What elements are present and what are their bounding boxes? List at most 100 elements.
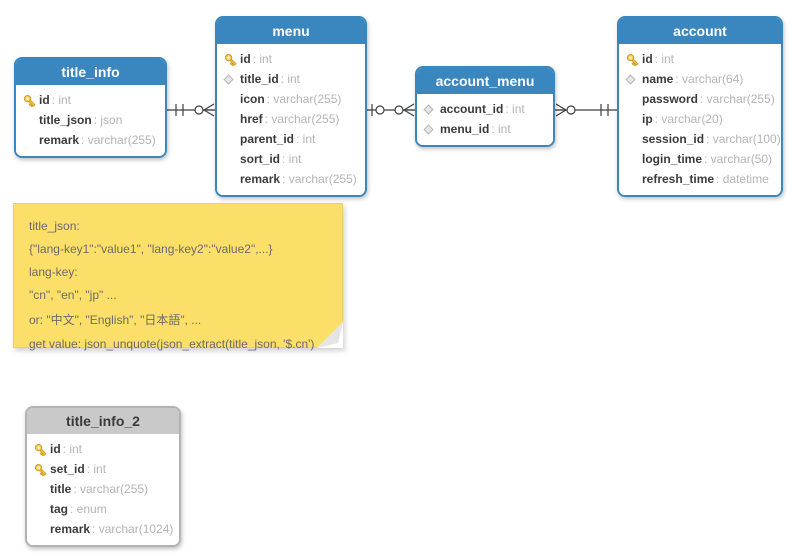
primary-key-icon bbox=[223, 52, 240, 67]
field-type: : int bbox=[280, 72, 301, 86]
field-row-remark: remark: varchar(1024) bbox=[27, 519, 179, 539]
field-type: : varchar(255) bbox=[282, 172, 357, 186]
field-name: menu_id bbox=[440, 122, 490, 136]
table-title-menu[interactable]: menu bbox=[217, 18, 365, 44]
field-name: password bbox=[642, 92, 699, 106]
field-row-name: name: varchar(64) bbox=[619, 69, 781, 89]
primary-key-icon bbox=[22, 93, 39, 108]
field-type: : varchar(255) bbox=[700, 92, 775, 106]
sticky-note[interactable]: title_json: {"lang-key1":"value1", "lang-… bbox=[13, 203, 343, 351]
foreign-key-icon bbox=[223, 73, 240, 85]
field-type: : varchar(50) bbox=[704, 152, 773, 166]
field-type: : int bbox=[296, 132, 316, 146]
relationship-account_menu-account[interactable] bbox=[555, 103, 617, 117]
field-name: remark bbox=[240, 172, 281, 186]
table-title-account_menu[interactable]: account_menu bbox=[417, 68, 553, 94]
field-row-id: id: int bbox=[619, 49, 781, 69]
note-line: or: "中文", "English", "日本語", ... bbox=[29, 313, 202, 327]
note-line: title_json: bbox=[29, 219, 80, 233]
field-name: refresh_time bbox=[642, 172, 715, 186]
field-type: : varchar(20) bbox=[654, 112, 723, 126]
field-name: set_id bbox=[50, 462, 85, 476]
field-type: : varchar(1024) bbox=[92, 522, 174, 536]
primary-key-icon bbox=[625, 52, 642, 67]
field-name: title_id bbox=[240, 72, 279, 86]
field-row-id: id: int bbox=[27, 439, 179, 459]
field-name: name bbox=[642, 72, 674, 86]
field-name: title_json bbox=[39, 113, 92, 127]
table-fields-title_info: id: int title_json: json remark: varchar(2… bbox=[16, 85, 165, 156]
table-title-account[interactable]: account bbox=[619, 18, 781, 44]
foreign-key-icon bbox=[423, 103, 440, 115]
field-row-tag: tag: enum bbox=[27, 499, 179, 519]
field-type: : int bbox=[491, 122, 511, 136]
field-row-remark: remark: varchar(255) bbox=[16, 130, 165, 150]
field-row-account_id: account_id: int bbox=[417, 99, 553, 119]
field-name: id bbox=[642, 52, 653, 66]
field-name: tag bbox=[50, 502, 68, 516]
foreign-key-icon bbox=[625, 73, 642, 85]
field-row-title: title: varchar(255) bbox=[27, 479, 179, 499]
field-row-id: id: int bbox=[16, 90, 165, 110]
field-name: account_id bbox=[440, 102, 504, 116]
field-name: login_time bbox=[642, 152, 703, 166]
folded-corner-icon bbox=[317, 322, 343, 348]
field-name: id bbox=[50, 442, 61, 456]
field-row-login_time: login_time: varchar(50) bbox=[619, 149, 781, 169]
field-name: session_id bbox=[642, 132, 705, 146]
field-type: : int bbox=[252, 52, 273, 66]
note-line: lang-key: bbox=[29, 265, 78, 279]
note-line: {"lang-key1":"value1", "lang-key2":"valu… bbox=[29, 242, 273, 256]
field-type: : varchar(255) bbox=[266, 92, 342, 106]
foreign-key-icon bbox=[423, 123, 440, 135]
field-name: sort_id bbox=[240, 152, 281, 166]
field-type: : enum bbox=[70, 502, 107, 516]
field-name: title bbox=[50, 482, 72, 496]
primary-key-icon bbox=[33, 442, 50, 457]
field-row-session_id: session_id: varchar(100) bbox=[619, 129, 781, 149]
field-type: : datetime bbox=[716, 172, 769, 186]
field-type: : varchar(255) bbox=[81, 133, 156, 147]
field-type: : int bbox=[282, 152, 302, 166]
field-type: : json bbox=[93, 113, 123, 127]
field-name: remark bbox=[39, 133, 80, 147]
relationship-menu-account_menu[interactable] bbox=[367, 103, 415, 117]
field-row-icon: icon: varchar(255) bbox=[217, 89, 365, 109]
field-row-set_id: set_id: int bbox=[27, 459, 179, 479]
table-title-title_info_2[interactable]: title_info_2 bbox=[27, 408, 179, 434]
field-type: : int bbox=[86, 462, 107, 476]
note-line: get value: json_unquote(json_extract(tit… bbox=[29, 337, 315, 351]
field-type: : int bbox=[62, 442, 83, 456]
field-name: id bbox=[39, 93, 50, 107]
field-type: : int bbox=[505, 102, 525, 116]
field-type: : int bbox=[654, 52, 675, 66]
field-type: : varchar(64) bbox=[675, 72, 744, 86]
field-name: ip bbox=[642, 112, 653, 126]
note-line: "cn", "en", "jp" ... bbox=[29, 288, 117, 302]
table-title-title_info[interactable]: title_info bbox=[16, 59, 165, 85]
field-type: : varchar(255) bbox=[264, 112, 340, 126]
field-row-remark: remark: varchar(255) bbox=[217, 169, 365, 189]
field-row-sort_id: sort_id: int bbox=[217, 149, 365, 169]
field-name: icon bbox=[240, 92, 265, 106]
field-type: : int bbox=[51, 93, 72, 107]
relationship-title_info-menu[interactable] bbox=[167, 103, 215, 117]
field-name: remark bbox=[50, 522, 91, 536]
primary-key-icon bbox=[33, 462, 50, 477]
field-row-parent_id: parent_id: int bbox=[217, 129, 365, 149]
field-row-href: href: varchar(255) bbox=[217, 109, 365, 129]
field-type: : varchar(100) bbox=[706, 132, 781, 146]
field-row-menu_id: menu_id: int bbox=[417, 119, 553, 139]
field-type: : varchar(255) bbox=[73, 482, 149, 496]
sticky-note-text: title_json: {"lang-key1":"value1", "lang-… bbox=[29, 219, 328, 351]
field-row-ip: ip: varchar(20) bbox=[619, 109, 781, 129]
